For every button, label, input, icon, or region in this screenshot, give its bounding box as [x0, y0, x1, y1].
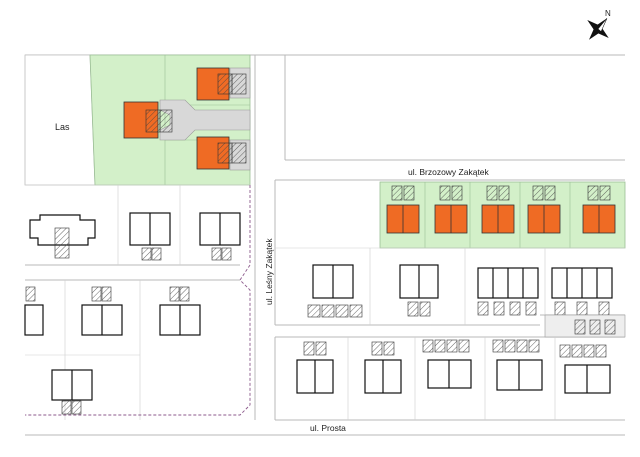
compass-icon — [587, 18, 609, 40]
house-orange-e-3 — [481, 185, 515, 234]
building-es-1 — [296, 341, 334, 394]
house-orange-nw-2 — [123, 101, 173, 139]
house-orange-e-4 — [527, 185, 561, 234]
house-orange-e-2 — [434, 185, 468, 234]
boundary-dashed — [25, 185, 251, 416]
street-label-brzozowy: ul. Brzozowy Zakątek — [408, 167, 490, 177]
building-w-6 — [159, 286, 201, 336]
building-w-5 — [81, 286, 123, 336]
house-orange-nw-1 — [196, 67, 247, 101]
forest-label: Las — [55, 122, 70, 132]
building-w-2 — [129, 212, 171, 261]
forest-area: Las — [24, 54, 96, 186]
building-es-2 — [364, 341, 402, 394]
building-em-1 — [307, 264, 363, 318]
house-orange-nw-3 — [196, 136, 247, 170]
building-em-3 — [477, 267, 539, 316]
parking-east — [544, 314, 626, 338]
street-label-prosta: ul. Prosta — [310, 423, 346, 433]
building-w-4 — [24, 286, 44, 336]
street-label-lesny: ul. Leśny Zakątek — [264, 238, 274, 305]
building-em-2 — [399, 264, 439, 317]
road-lines — [25, 54, 625, 436]
east-south-plots — [347, 337, 556, 420]
compass-letter: N — [605, 9, 611, 18]
building-w-multifamily — [29, 214, 96, 259]
building-es-3 — [422, 339, 472, 389]
building-em-4 — [551, 267, 613, 316]
east-middle-plots — [275, 247, 625, 325]
building-es-5 — [559, 344, 611, 394]
house-orange-e-1 — [386, 185, 420, 234]
house-orange-e-5 — [582, 185, 616, 234]
building-w-7 — [51, 369, 93, 415]
building-w-3 — [199, 212, 241, 261]
building-es-4 — [492, 339, 543, 391]
